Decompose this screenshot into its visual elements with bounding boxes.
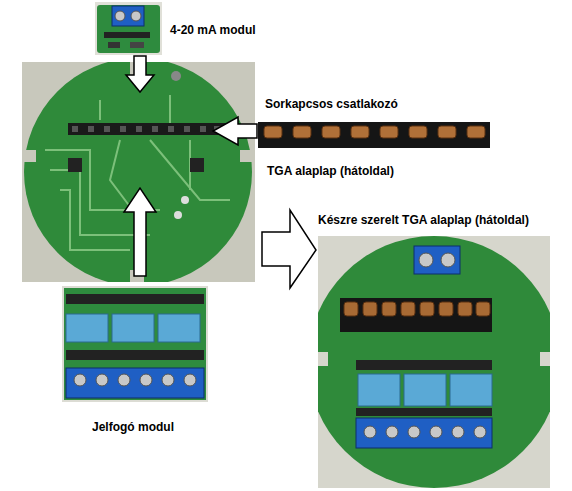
part-label: Sorkapcsos csatlakozó [265,97,398,111]
current-module-photo [95,2,162,55]
assembled-board-photo [318,236,550,488]
part-label: TGA alaplap (hátoldal) [267,164,394,178]
part-label: 4-20 mA modul [170,23,256,37]
part-label: Jelfogó modul [92,420,174,434]
relay-module-photo [62,286,208,402]
base-board-photo [22,62,255,282]
terminal-strip-photo [258,122,490,148]
part-label: Készre szerelt TGA alaplap (hátoldal) [318,213,529,227]
